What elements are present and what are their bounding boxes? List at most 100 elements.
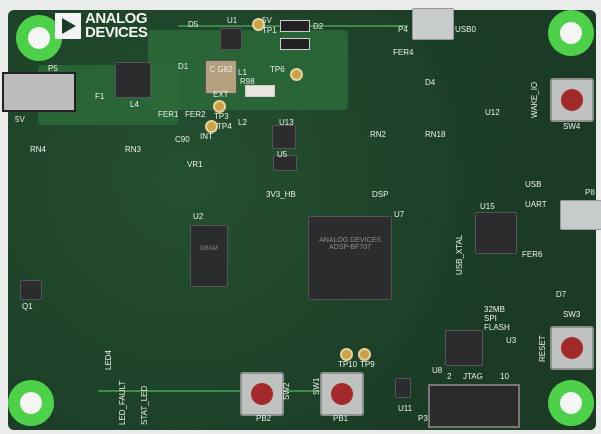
label-usb: USB [525,180,542,189]
label-d4: D4 [425,78,436,87]
dram-u2: DRAM [190,225,228,287]
label-stat-led: STAT_LED [140,385,149,425]
label-r98: R98 [240,77,255,86]
label-jtag-pin10: 10 [500,372,509,381]
label-reset: RESET [538,335,547,362]
label-f1: F1 [95,92,105,101]
test-point-tp3 [213,100,226,113]
chip-u1 [220,28,242,50]
label-jtag-pin2: 2 [447,372,452,381]
label-tp9: TP9 [360,360,375,369]
label-sw2: SW2 [282,382,291,400]
label-pb2: PB2 [256,414,272,423]
label-jtag: JTAG [463,372,483,381]
label-sw3: SW3 [563,310,581,319]
usb-port-usb0[interactable] [412,8,454,40]
chip-u11 [395,378,411,398]
label-5v: 5V [15,115,25,124]
label-u11: U11 [398,404,413,413]
label-flash: FLASH [484,323,510,332]
label-c90: C90 [175,135,190,144]
label-fer2: FER2 [185,110,206,119]
reset-button-sw3[interactable] [550,326,594,370]
logo-triangle-icon [55,13,81,39]
label-u13: U13 [279,118,294,127]
label-u15: U15 [480,202,495,211]
label-u8: U8 [432,366,443,375]
pb2-button-sw2[interactable] [240,372,284,416]
label-fer1: FER1 [158,110,179,119]
jtag-header-p3[interactable] [428,384,520,428]
label-led-fault: LED_FAULT [118,380,127,425]
label-d1: D1 [178,62,189,71]
flash-u8 [445,330,483,366]
label-tp3: TP3 [214,112,229,121]
label-tp-5v: 5V [262,16,272,25]
label-l4: L4 [130,100,139,109]
power-jack-p5[interactable] [2,72,76,112]
label-led4: LED4 [104,349,113,370]
usb-port-p8[interactable] [560,200,601,230]
label-rn3: RN3 [125,145,142,154]
mounting-hole [548,10,594,56]
diode-d2 [280,20,310,32]
label-u3: U3 [506,336,517,345]
label-p8: P8 [585,188,595,197]
label-pb1: PB1 [333,414,349,423]
label-u5: U5 [277,150,288,159]
label-d7: D7 [556,290,567,299]
mounting-hole [8,380,54,426]
label-dsp: DSP [372,190,389,199]
label-rn2: RN2 [370,130,387,139]
test-point-tp9 [358,348,371,361]
wake-io-button-sw4[interactable] [550,78,594,122]
label-d5: D5 [188,20,199,29]
label-u1: U1 [227,16,238,25]
label-l1: L1 [238,68,247,77]
label-p5: P5 [48,64,58,73]
label-u12: U12 [485,108,500,117]
label-tp1: TP1 [262,26,277,35]
label-sw4: SW4 [563,122,581,131]
label-int: INT [200,132,213,141]
label-q1: Q1 [22,302,33,311]
label-tp6: TP6 [270,65,285,74]
trace [98,390,348,392]
label-l2: L2 [238,118,247,127]
label-usb0: USB0 [455,25,476,34]
chip-u13 [272,125,296,149]
diode-d3 [280,38,310,50]
chip-u15 [475,212,517,254]
inductor-l1: C G82 [205,60,237,94]
mounting-hole [548,380,594,426]
inductor-l4 [115,62,151,98]
pb1-button-sw1[interactable] [320,372,364,416]
label-fer4: FER4 [393,48,414,57]
processor-u7: ANALOG DEVICES ADSP-BF707 [308,216,392,300]
transistor-q1 [20,280,42,300]
label-rn4: RN4 [30,145,47,154]
test-point-tp4 [205,120,218,133]
label-rn18: RN18 [425,130,446,139]
label-3v3-hb: 3V3_HB [266,190,296,199]
label-fer6: FER6 [522,250,543,259]
chip-u5 [273,155,297,171]
label-tp4: TP4 [217,122,232,131]
test-point-tp10 [340,348,353,361]
resistor-r98 [245,85,275,97]
label-u7: U7 [394,210,405,219]
label-p3: P3 [418,414,428,423]
label-spi: SPI [484,314,497,323]
label-ext: EXT [213,90,229,99]
label-wake-io: WAKE_IO [530,81,539,118]
label-uart: UART [525,200,547,209]
label-vr1: VR1 [187,160,203,169]
test-point-tp6 [290,68,303,81]
label-d2: D2 [313,22,324,31]
label-sw1: SW1 [312,377,321,395]
label-u2: U2 [193,212,204,221]
label-usb-xtal: USB_XTAL [455,234,464,275]
label-tp10: TP10 [338,360,358,369]
test-point-tp1 [252,18,265,31]
